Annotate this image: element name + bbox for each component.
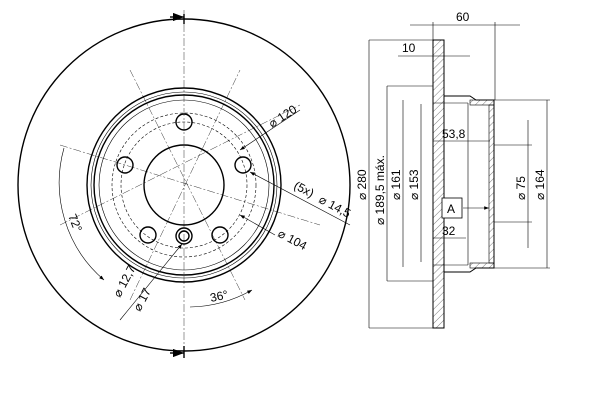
hat-face	[488, 104, 495, 264]
bolt-hole	[139, 226, 157, 244]
dim-53-8: 53,8	[442, 127, 466, 141]
centerline	[59, 104, 301, 226]
dim-outer: ⌀ 280	[355, 169, 369, 200]
centerline	[129, 69, 241, 301]
bolt-hole	[116, 156, 134, 174]
dim-164: ⌀ 164	[533, 169, 547, 200]
leader-hole	[249, 171, 351, 226]
hat-section	[444, 95, 495, 273]
centerline	[129, 69, 246, 301]
disc-plate-section	[432, 39, 445, 329]
dim-total-height: 60	[456, 10, 470, 24]
dim-32: 32	[442, 224, 456, 238]
bolt-hole	[211, 226, 229, 244]
dim-pin-small: ⌀ 12,7	[110, 263, 138, 300]
datum-box	[441, 197, 463, 219]
bolt-circle	[111, 112, 257, 258]
centerline	[59, 144, 321, 226]
dim-75: ⌀ 75	[514, 176, 528, 200]
dim-161: ⌀ 161	[389, 169, 403, 200]
pin-hole	[175, 227, 193, 245]
side-view: 60 10 ⌀ 280 ⌀ 189,5 máx. ⌀ 161 ⌀ 153 53,…	[355, 10, 550, 329]
dim-153: ⌀ 153	[407, 169, 421, 200]
dim-pin-large: ⌀ 17	[130, 285, 154, 313]
leader-pin	[119, 243, 183, 321]
dim-max: ⌀ 189,5 máx.	[373, 155, 387, 225]
pin-hole-inner	[178, 230, 190, 242]
dim-pcd: ⌀ 120	[266, 102, 300, 131]
bolt-hole	[234, 156, 252, 174]
angle-arc-72	[58, 147, 105, 281]
leader-pcd	[239, 109, 301, 151]
leader-bore	[239, 214, 276, 236]
front-view: ⌀ 120 (5x) ⌀ 14,5 ⌀ 104 72° 36° ⌀ 12,7 ⌀…	[17, 10, 354, 360]
dim-hole: ⌀ 14,5	[317, 192, 354, 220]
dim-angle-72: 72°	[65, 212, 85, 234]
dim-hole-count: (5x)	[292, 178, 317, 200]
dim-bore: ⌀ 104	[276, 226, 310, 253]
dim-thickness: 10	[402, 41, 416, 55]
bolt-hole	[175, 113, 193, 131]
hat-wall	[469, 99, 495, 106]
bolt-holes	[116, 113, 252, 245]
dim-angle-36: 36°	[209, 287, 230, 305]
hat-wall	[469, 262, 495, 269]
datum-label: A	[447, 202, 455, 216]
angle-arc-36	[189, 289, 253, 308]
